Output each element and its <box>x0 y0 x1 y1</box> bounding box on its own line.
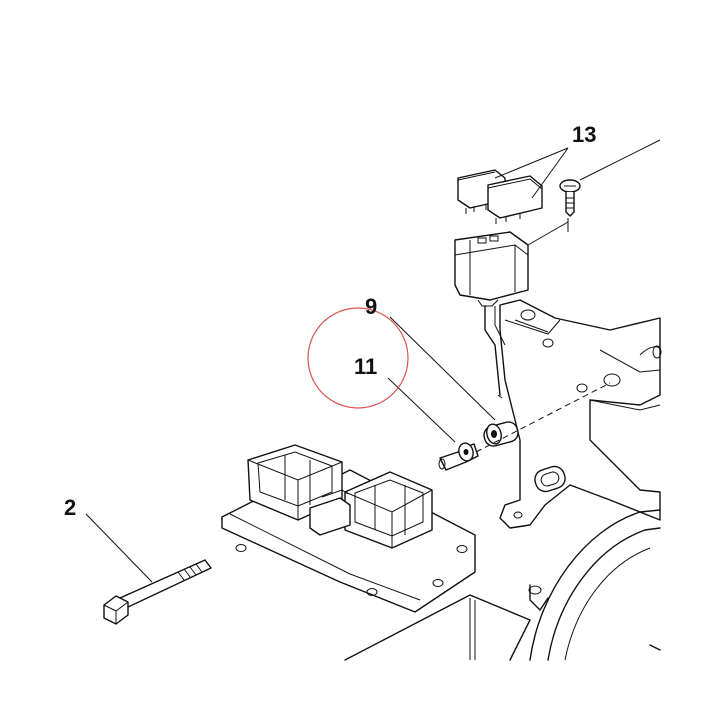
relay-right <box>487 175 543 224</box>
control-module <box>221 444 476 613</box>
spacer <box>438 442 479 471</box>
leader-lines <box>85 139 661 583</box>
callout-13: 13 <box>572 122 596 147</box>
callout-9: 9 <box>365 294 377 319</box>
grommet <box>483 421 519 447</box>
callout-11: 11 <box>354 354 377 379</box>
mounting-bracket <box>499 299 662 529</box>
relay-socket <box>454 231 529 399</box>
highlight-circle <box>307 307 409 409</box>
callout-2: 2 <box>64 495 76 520</box>
relay-screw <box>559 179 581 232</box>
drive-housing <box>344 509 661 661</box>
mounting-bolt <box>103 559 212 625</box>
assembly-centerline <box>475 382 611 453</box>
